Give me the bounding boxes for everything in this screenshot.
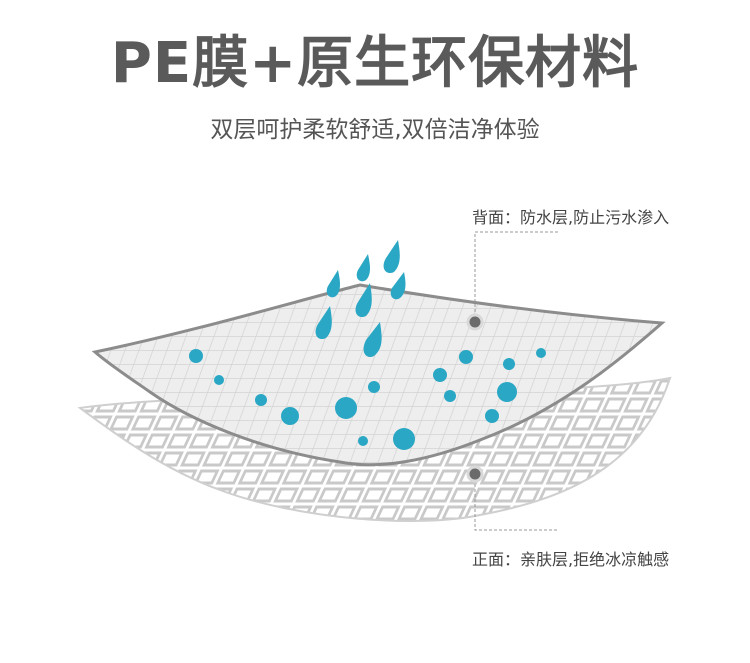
water-bead-icon — [189, 349, 203, 363]
water-bead-icon — [497, 382, 517, 402]
water-bead-icon — [281, 407, 299, 425]
water-bead-icon — [255, 394, 267, 406]
water-drop-icon — [390, 272, 406, 300]
water-beads — [189, 348, 546, 450]
water-bead-icon — [536, 348, 546, 358]
water-drop-icon — [363, 322, 382, 358]
water-drop-icon — [383, 240, 400, 274]
water-drop-icon — [315, 306, 332, 340]
water-bead-icon — [485, 409, 499, 423]
water-drop-icon — [355, 283, 372, 318]
page-subtitle: 双层呵护柔软舒适,双倍洁净体验 — [210, 117, 540, 143]
water-drop-icon — [326, 270, 340, 298]
back-layer-callout — [466, 231, 558, 331]
water-bead-icon — [444, 390, 456, 402]
front-layer-callout — [466, 465, 558, 531]
falling-water-drops — [315, 240, 406, 358]
water-bead-icon — [393, 428, 415, 450]
water-bead-icon — [459, 350, 473, 364]
page-title: PE膜+原生环保材料 — [110, 31, 640, 96]
water-bead-icon — [335, 397, 357, 419]
water-bead-icon — [433, 368, 447, 382]
water-bead-icon — [503, 358, 515, 370]
back-layer-label: 背面：防水层,防止污水渗入 — [472, 208, 670, 227]
water-bead-icon — [368, 381, 380, 393]
water-bead-icon — [358, 436, 368, 446]
front-layer-label: 正面：亲肤层,拒绝冰凉触感 — [472, 550, 670, 569]
water-drop-icon — [356, 254, 370, 282]
water-bead-icon — [214, 375, 224, 385]
back-layer-sheet — [91, 283, 666, 467]
